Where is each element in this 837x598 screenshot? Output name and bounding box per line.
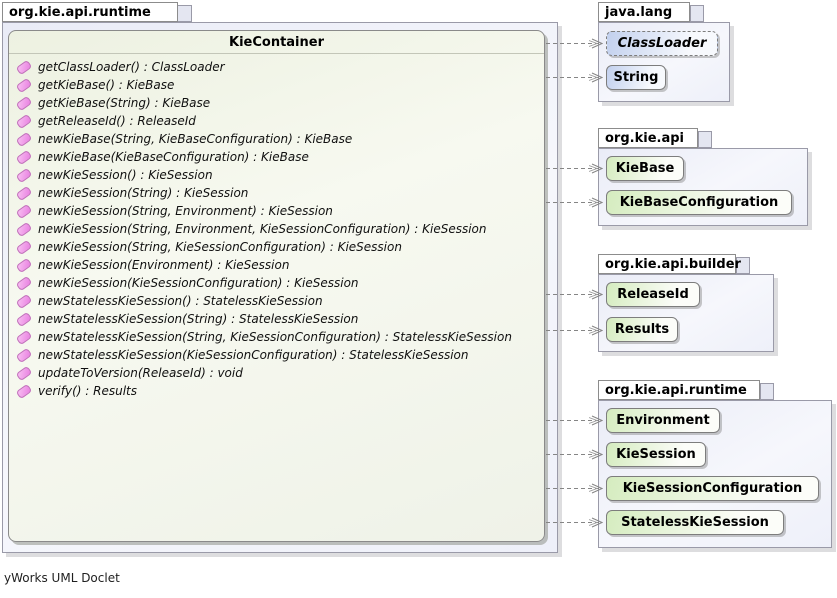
method-icon — [16, 275, 33, 290]
class-classloader[interactable]: ClassLoader — [606, 31, 718, 56]
package-tab-shadow — [690, 5, 704, 22]
class-string[interactable]: String — [606, 65, 666, 90]
method-icon — [16, 293, 33, 308]
method-icon — [16, 203, 33, 218]
method-label: newStatelessKieSession(String, KieSessio… — [38, 330, 512, 344]
method-icon — [16, 347, 33, 362]
method-icon — [16, 95, 33, 110]
method-label: updateToVersion(ReleaseId) : void — [38, 366, 243, 380]
method-icon — [16, 365, 33, 380]
interface-kiebase[interactable]: KieBase — [606, 156, 684, 181]
method-icon — [16, 239, 33, 254]
method-icon — [16, 113, 33, 128]
package-tab-org-kie-api-runtime[interactable]: org.kie.api.runtime — [598, 380, 760, 400]
package-tab-org-kie-api[interactable]: org.kie.api — [598, 128, 698, 148]
package-name: org.kie.api — [605, 131, 684, 146]
method-label: newKieSession(KieSessionConfiguration) :… — [38, 276, 359, 290]
method-item: newKieSession(String, Environment, KieSe… — [17, 220, 544, 238]
method-item: newStatelessKieSession(String, KieSessio… — [17, 328, 544, 346]
method-label: newKieSession() : KieSession — [38, 168, 213, 182]
method-icon — [16, 329, 33, 344]
method-label: newKieBase(String, KieBaseConfiguration)… — [38, 132, 352, 146]
method-label: newKieBase(KieBaseConfiguration) : KieBa… — [38, 150, 309, 164]
method-label: getClassLoader() : ClassLoader — [38, 60, 225, 74]
interface-kiebaseconfiguration[interactable]: KieBaseConfiguration — [606, 190, 792, 215]
method-icon — [16, 59, 33, 74]
method-label: newKieSession(String) : KieSession — [38, 186, 248, 200]
package-name: java.lang — [605, 5, 672, 20]
interface-kiesession[interactable]: KieSession — [606, 442, 706, 467]
package-name: org.kie.api.runtime — [605, 383, 747, 398]
package-tab-java-lang[interactable]: java.lang — [598, 2, 690, 22]
method-label: newKieSession(String, Environment) : Kie… — [38, 204, 333, 218]
package-name: org.kie.api.builder — [605, 257, 741, 272]
kiecontainer-class-box[interactable]: KieContainer getClassLoader() : ClassLoa… — [8, 30, 545, 542]
method-item: newStatelessKieSession(String) : Statele… — [17, 310, 544, 328]
package-tab-org-kie-api-builder[interactable]: org.kie.api.builder — [598, 254, 736, 274]
method-icon — [16, 311, 33, 326]
package-tab-shadow — [698, 131, 712, 148]
method-icon — [16, 185, 33, 200]
interface-results[interactable]: Results — [606, 317, 678, 342]
interface-environment[interactable]: Environment — [606, 408, 720, 433]
method-item: getKieBase() : KieBase — [17, 76, 544, 94]
method-item: newKieSession() : KieSession — [17, 166, 544, 184]
method-item: newKieSession(String, Environment) : Kie… — [17, 202, 544, 220]
interface-statelesskiesession[interactable]: StatelessKieSession — [606, 510, 784, 535]
method-item: newStatelessKieSession(KieSessionConfigu… — [17, 346, 544, 364]
class-title: KieContainer — [9, 31, 544, 54]
method-icon — [16, 221, 33, 236]
interface-kiesessionconfiguration[interactable]: KieSessionConfiguration — [606, 476, 819, 501]
method-icon — [16, 167, 33, 182]
method-item: getKieBase(String) : KieBase — [17, 94, 544, 112]
method-item: newKieBase(String, KieBaseConfiguration)… — [17, 130, 544, 148]
method-list: getClassLoader() : ClassLoader getKieBas… — [9, 54, 544, 400]
method-label: newStatelessKieSession(KieSessionConfigu… — [38, 348, 469, 362]
method-item: newKieSession(String) : KieSession — [17, 184, 544, 202]
method-item: newStatelessKieSession() : StatelessKieS… — [17, 292, 544, 310]
method-item: newKieSession(Environment) : KieSession — [17, 256, 544, 274]
method-icon — [16, 149, 33, 164]
method-label: newKieSession(String, KieSessionConfigur… — [38, 240, 402, 254]
method-icon — [16, 383, 33, 398]
method-item: newKieSession(String, KieSessionConfigur… — [17, 238, 544, 256]
package-tab-shadow — [760, 383, 774, 400]
package-tab-shadow — [176, 5, 192, 22]
method-label: getReleaseId() : ReleaseId — [38, 114, 196, 128]
method-item: newKieBase(KieBaseConfiguration) : KieBa… — [17, 148, 544, 166]
method-icon — [16, 257, 33, 272]
method-item: getReleaseId() : ReleaseId — [17, 112, 544, 130]
method-icon — [16, 131, 33, 146]
method-label: newKieSession(Environment) : KieSession — [38, 258, 289, 272]
doclet-credit: yWorks UML Doclet — [4, 571, 120, 585]
interface-releaseid[interactable]: ReleaseId — [606, 282, 700, 307]
method-item: verify() : Results — [17, 382, 544, 400]
method-icon — [16, 77, 33, 92]
method-label: newStatelessKieSession(String) : Statele… — [38, 312, 358, 326]
package-name: org.kie.api.runtime — [9, 5, 151, 20]
method-label: getKieBase() : KieBase — [38, 78, 174, 92]
method-item: newKieSession(KieSessionConfiguration) :… — [17, 274, 544, 292]
method-item: getClassLoader() : ClassLoader — [17, 58, 544, 76]
method-label: getKieBase(String) : KieBase — [38, 96, 210, 110]
method-label: newKieSession(String, Environment, KieSe… — [38, 222, 486, 236]
method-label: verify() : Results — [38, 384, 137, 398]
method-label: newStatelessKieSession() : StatelessKieS… — [38, 294, 323, 308]
method-item: updateToVersion(ReleaseId) : void — [17, 364, 544, 382]
package-tab-org-kie-api-runtime-main[interactable]: org.kie.api.runtime — [2, 2, 178, 22]
